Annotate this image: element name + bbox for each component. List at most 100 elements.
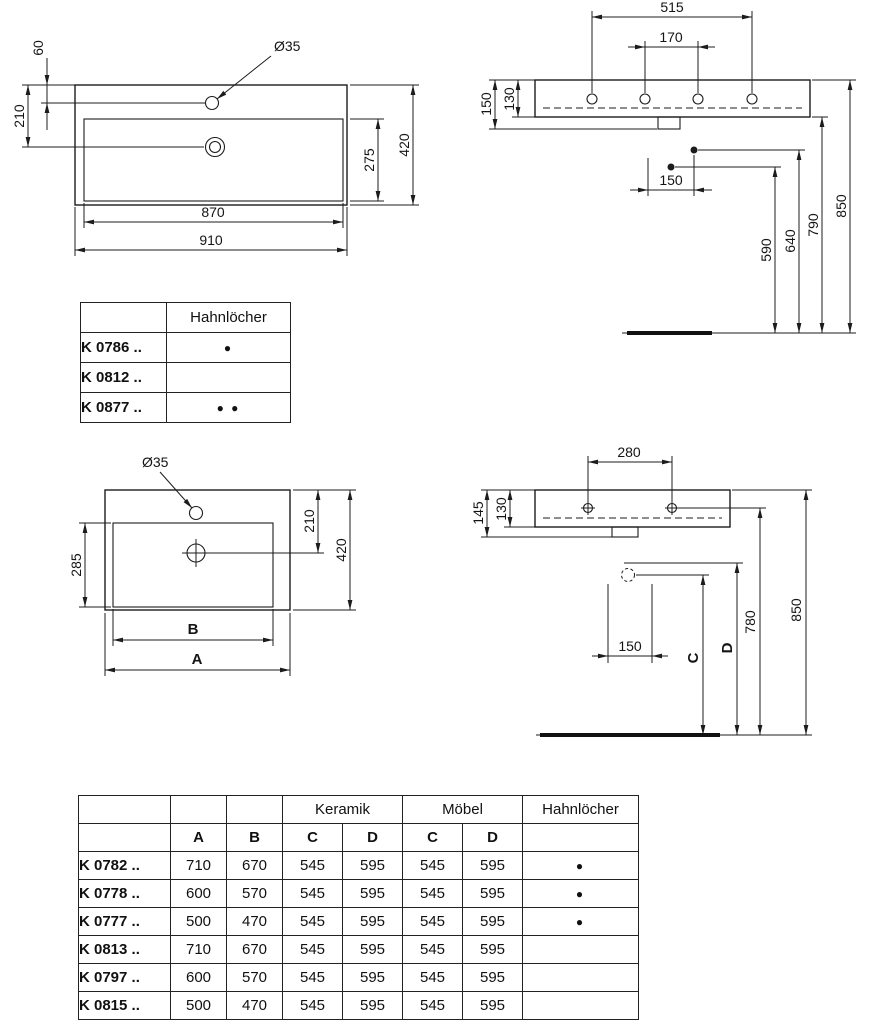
fixing-hole <box>586 93 598 105</box>
dimension-connections-150: 150 <box>592 584 668 663</box>
table-row: K 0778 .. 600 570 545 595 545 595 ● <box>78 879 639 908</box>
cell-empty <box>80 302 167 333</box>
dim-label: 145 <box>470 501 486 525</box>
dimension-height-850: 850 <box>732 489 812 735</box>
dim-label: 210 <box>301 509 317 533</box>
cell-d-moebel: 595 <box>462 991 523 1020</box>
fixing-hole <box>639 93 651 105</box>
dim-label: 910 <box>199 232 223 248</box>
washbasin-910-plan-view: Ø35 60 210 275 420 <box>11 38 419 256</box>
dimension-height-790: 790 <box>805 116 828 333</box>
dimension-outer-holes-515: 515 <box>591 0 753 93</box>
column-header-hahnloecher: Hahnlöcher <box>166 302 291 333</box>
table-row: Hahnlöcher <box>80 302 291 333</box>
cell-b: 470 <box>226 991 283 1020</box>
cell-model: K 0778 .. <box>78 879 171 908</box>
cell-c-keramik: 545 <box>282 879 343 908</box>
cell-d-moebel: 595 <box>462 879 523 908</box>
basin-profile <box>534 489 731 582</box>
dim-label: 170 <box>659 29 683 45</box>
dim-label: 275 <box>361 148 377 172</box>
table-row: K 0813 .. 710 670 545 595 545 595 <box>78 935 639 964</box>
cell-holes <box>166 362 291 393</box>
dimension-back-height-130: 130 <box>501 80 535 118</box>
dimension-height-780: 780 <box>677 507 766 735</box>
dim-label-C: C <box>685 652 702 663</box>
dim-label: 210 <box>11 104 27 128</box>
table-row: K 0786 .. ● <box>80 332 291 363</box>
cell-holes <box>522 963 639 992</box>
dim-label: 130 <box>501 87 517 111</box>
cell-holes: ● <box>522 907 639 936</box>
tap-hole <box>204 95 220 111</box>
dim-label: 420 <box>396 133 412 157</box>
dimension-inner-holes-170: 170 <box>628 29 715 93</box>
cell-d-keramik: 595 <box>342 963 403 992</box>
table-row: K 0877 .. ● ● <box>80 392 291 423</box>
dimension-hole-offset-60: 60 <box>22 40 205 130</box>
cell-empty <box>522 823 639 852</box>
dimension-total-depth-420: 420 <box>293 490 356 611</box>
cell-empty <box>78 823 171 852</box>
dimension-front-height-145: 145 <box>470 489 612 538</box>
cell-d-moebel: 595 <box>462 963 523 992</box>
cell-model: K 0797 .. <box>78 963 171 992</box>
dim-label: 515 <box>660 0 684 15</box>
cell-c-keramik: 545 <box>282 963 343 992</box>
dimension-height-D: D <box>624 562 743 735</box>
basin-outline <box>104 489 291 611</box>
cell-c-moebel: 545 <box>402 907 463 936</box>
dimension-bowl-depth-275: 275 <box>350 118 384 202</box>
basin-profile <box>534 79 811 171</box>
cell-c-moebel: 545 <box>402 879 463 908</box>
cell-d-moebel: 595 <box>462 935 523 964</box>
specs-table-wrap: Keramik Möbel Hahnlöcher A B C D C D K 0… <box>78 795 639 1020</box>
dim-label-B: B <box>188 621 199 638</box>
dimension-total-width-910: 910 <box>74 207 348 256</box>
cell-c-keramik: 545 <box>282 907 343 936</box>
dim-label: 130 <box>493 497 509 521</box>
dim-label: 590 <box>758 238 774 262</box>
dim-label: 640 <box>782 229 798 253</box>
col-header-d-keramik: D <box>342 823 403 852</box>
cell-holes: ● ● <box>166 392 291 423</box>
dimension-back-height-130: 130 <box>493 490 535 528</box>
dim-label: 850 <box>833 194 849 218</box>
cell-model: K 0777 .. <box>78 907 171 936</box>
cell-a: 600 <box>170 963 227 992</box>
cell-empty <box>78 795 171 824</box>
col-header-a: A <box>170 823 227 852</box>
cell-b: 470 <box>226 907 283 936</box>
connection-point <box>667 163 675 171</box>
table-row: K 0812 .. <box>80 362 291 393</box>
cell-d-keramik: 595 <box>342 879 403 908</box>
dim-label: 790 <box>805 213 821 237</box>
cell-holes: ● <box>522 851 639 880</box>
cell-c-keramik: 545 <box>282 935 343 964</box>
dim-label: 280 <box>617 444 641 460</box>
cell-empty <box>170 795 227 824</box>
dimension-height-640: 640 <box>698 149 805 333</box>
dimension-front-height-150: 150 <box>478 79 657 130</box>
cell-d-moebel: 595 <box>462 907 523 936</box>
cell-c-moebel: 545 <box>402 935 463 964</box>
dim-label: 850 <box>788 598 804 622</box>
dimension-drain-offset-210: 210 <box>11 85 204 148</box>
hole-diameter-callout: Ø35 <box>216 38 301 100</box>
cell-model: K 0812 .. <box>80 362 167 393</box>
connection-point <box>690 146 698 154</box>
cell-holes <box>522 991 639 1020</box>
washbasin-ab-elevation-view: 280 145 130 150 C D <box>470 444 812 737</box>
cell-c-moebel: 545 <box>402 963 463 992</box>
hole-diameter-label: Ø35 <box>142 454 169 470</box>
cell-d-keramik: 595 <box>342 935 403 964</box>
cell-b: 670 <box>226 935 283 964</box>
cell-model: K 0782 .. <box>78 851 171 880</box>
cell-c-moebel: 545 <box>402 991 463 1020</box>
dim-label: 150 <box>478 92 494 116</box>
table-row: K 0797 .. 600 570 545 595 545 595 <box>78 963 639 992</box>
hole-diameter-callout: Ø35 <box>142 454 193 509</box>
dim-label: 150 <box>618 638 642 654</box>
drain-inner <box>208 140 222 154</box>
dim-label: 150 <box>659 172 683 188</box>
